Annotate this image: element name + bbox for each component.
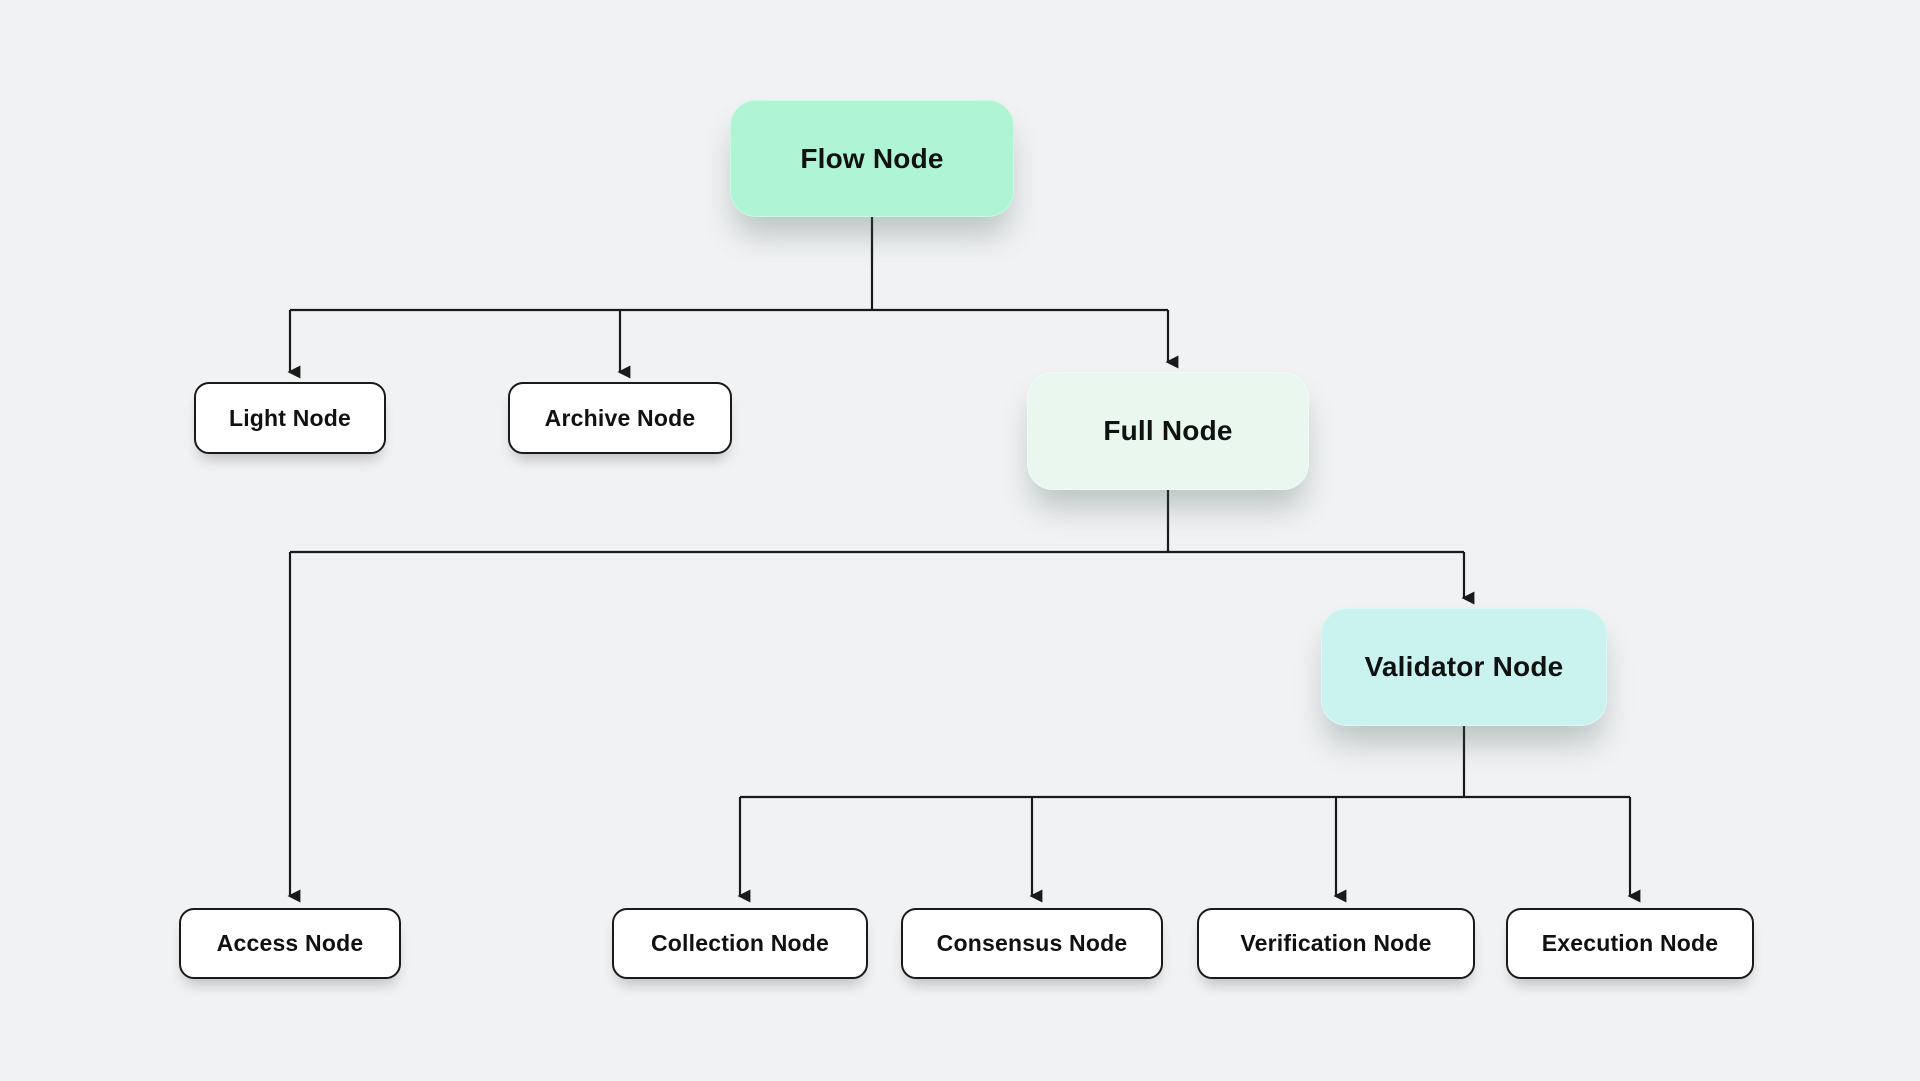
node-validator: Validator Node	[1321, 608, 1607, 726]
node-access: Access Node	[179, 908, 401, 979]
node-full: Full Node	[1027, 372, 1309, 490]
node-execution: Execution Node	[1506, 908, 1754, 979]
node-archive: Archive Node	[508, 382, 732, 454]
node-flow: Flow Node	[730, 100, 1014, 217]
node-consensus: Consensus Node	[901, 908, 1163, 979]
node-light: Light Node	[194, 382, 386, 454]
node-collection: Collection Node	[612, 908, 868, 979]
node-verification: Verification Node	[1197, 908, 1475, 979]
